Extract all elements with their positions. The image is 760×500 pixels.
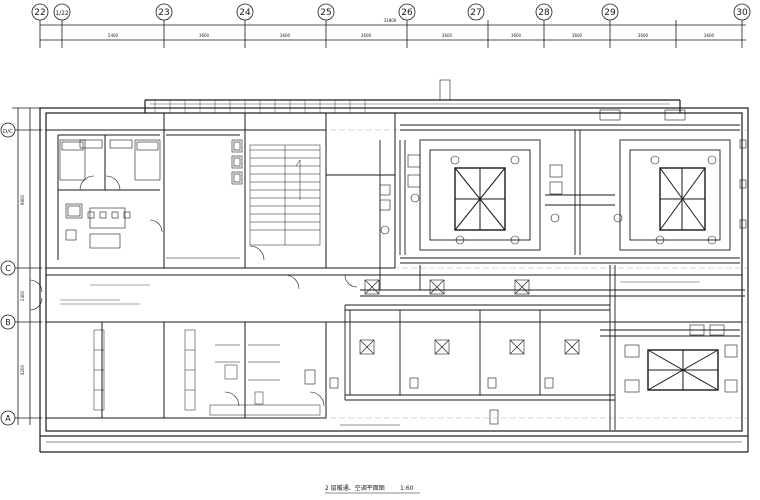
- balcony-hatch: [150, 100, 670, 113]
- top-dimension-lines: [39, 20, 746, 48]
- drawing-title: 2 层暖通、空调平面图: [325, 484, 385, 492]
- dim-text: 3600: [199, 33, 210, 38]
- grid-label-dc: D/C: [3, 129, 13, 135]
- grid-bubble-22: 22: [31, 3, 49, 21]
- bedroom-furniture: [59, 139, 161, 249]
- overall-dimension-text: 31800: [384, 18, 397, 23]
- grid-label-24: 24: [239, 8, 251, 18]
- grid-bubble-26: 26: [398, 3, 416, 21]
- grid-bubble-25: 25: [317, 3, 335, 21]
- grid-bubble-27: 27: [467, 3, 485, 21]
- dim-text: 2400: [20, 290, 25, 301]
- grid-label-27: 27: [470, 8, 481, 18]
- grid-bubble-23: 23: [155, 3, 173, 21]
- dim-text: 4200: [20, 364, 25, 375]
- drawing-scale: 1:60: [400, 485, 414, 492]
- top-dimension-texts: 5400 3600 3600 3600 3600 3600 3600 3600 …: [108, 18, 715, 38]
- grid-label-29: 29: [604, 8, 616, 18]
- dim-text: 3600: [704, 33, 715, 38]
- grid-label-25: 25: [320, 8, 331, 18]
- top-grid-bubbles: 22 1/22 23 24 25 26 27 28: [31, 3, 751, 21]
- dim-text: 3600: [638, 33, 649, 38]
- grid-label-a: A: [5, 414, 11, 423]
- grid-label-b: B: [5, 318, 11, 327]
- left-grid-bubbles: D/C C B A: [0, 122, 16, 426]
- left-dimension-lines: [12, 107, 42, 425]
- grid-label-1-22: 1/22: [55, 10, 69, 17]
- grid-label-26: 26: [401, 8, 413, 18]
- dim-text: 3600: [511, 33, 522, 38]
- dim-text: 3600: [280, 33, 291, 38]
- dim-text: 3600: [572, 33, 583, 38]
- grid-bubble-1-22: 1/22: [53, 3, 71, 21]
- stairs: [249, 144, 321, 246]
- grid-bubble-28: 28: [535, 3, 553, 21]
- annotation-leaders: [60, 124, 720, 305]
- grid-label-28: 28: [538, 8, 550, 18]
- grid-bubble-b: B: [0, 314, 16, 330]
- grid-bubble-a: A: [0, 410, 16, 426]
- dim-text: 3600: [361, 33, 372, 38]
- grid-bubble-29: 29: [601, 3, 619, 21]
- grid-label-23: 23: [158, 8, 169, 18]
- exterior-walls: [39, 99, 749, 453]
- grid-label-30: 30: [736, 8, 748, 18]
- lower-partitions: [93, 329, 321, 416]
- dim-text: 9800: [20, 194, 25, 205]
- bottom-band: [46, 424, 742, 443]
- left-dimension-texts: 9800 2400 4200: [20, 194, 25, 375]
- grid-bubble-24: 24: [236, 3, 254, 21]
- air-handling-units: [454, 167, 719, 391]
- dim-text: 3600: [442, 33, 453, 38]
- diffusers: [304, 79, 747, 425]
- fan-coil-units: [380, 155, 717, 245]
- grid-label-22: 22: [34, 8, 45, 18]
- interior-walls: [46, 113, 742, 419]
- grid-bubble-30: 30: [733, 3, 751, 21]
- doors: [29, 175, 358, 407]
- dim-text: 5400: [108, 33, 119, 38]
- drawing-title-block: 2 层暖通、空调平面图 1:60: [325, 484, 420, 494]
- grid-label-c: C: [5, 264, 11, 273]
- grid-bubble-c: C: [0, 260, 16, 276]
- room-equipment: [166, 139, 243, 259]
- ductwork: [344, 124, 745, 430]
- grid-bubble-dc: D/C: [0, 122, 16, 138]
